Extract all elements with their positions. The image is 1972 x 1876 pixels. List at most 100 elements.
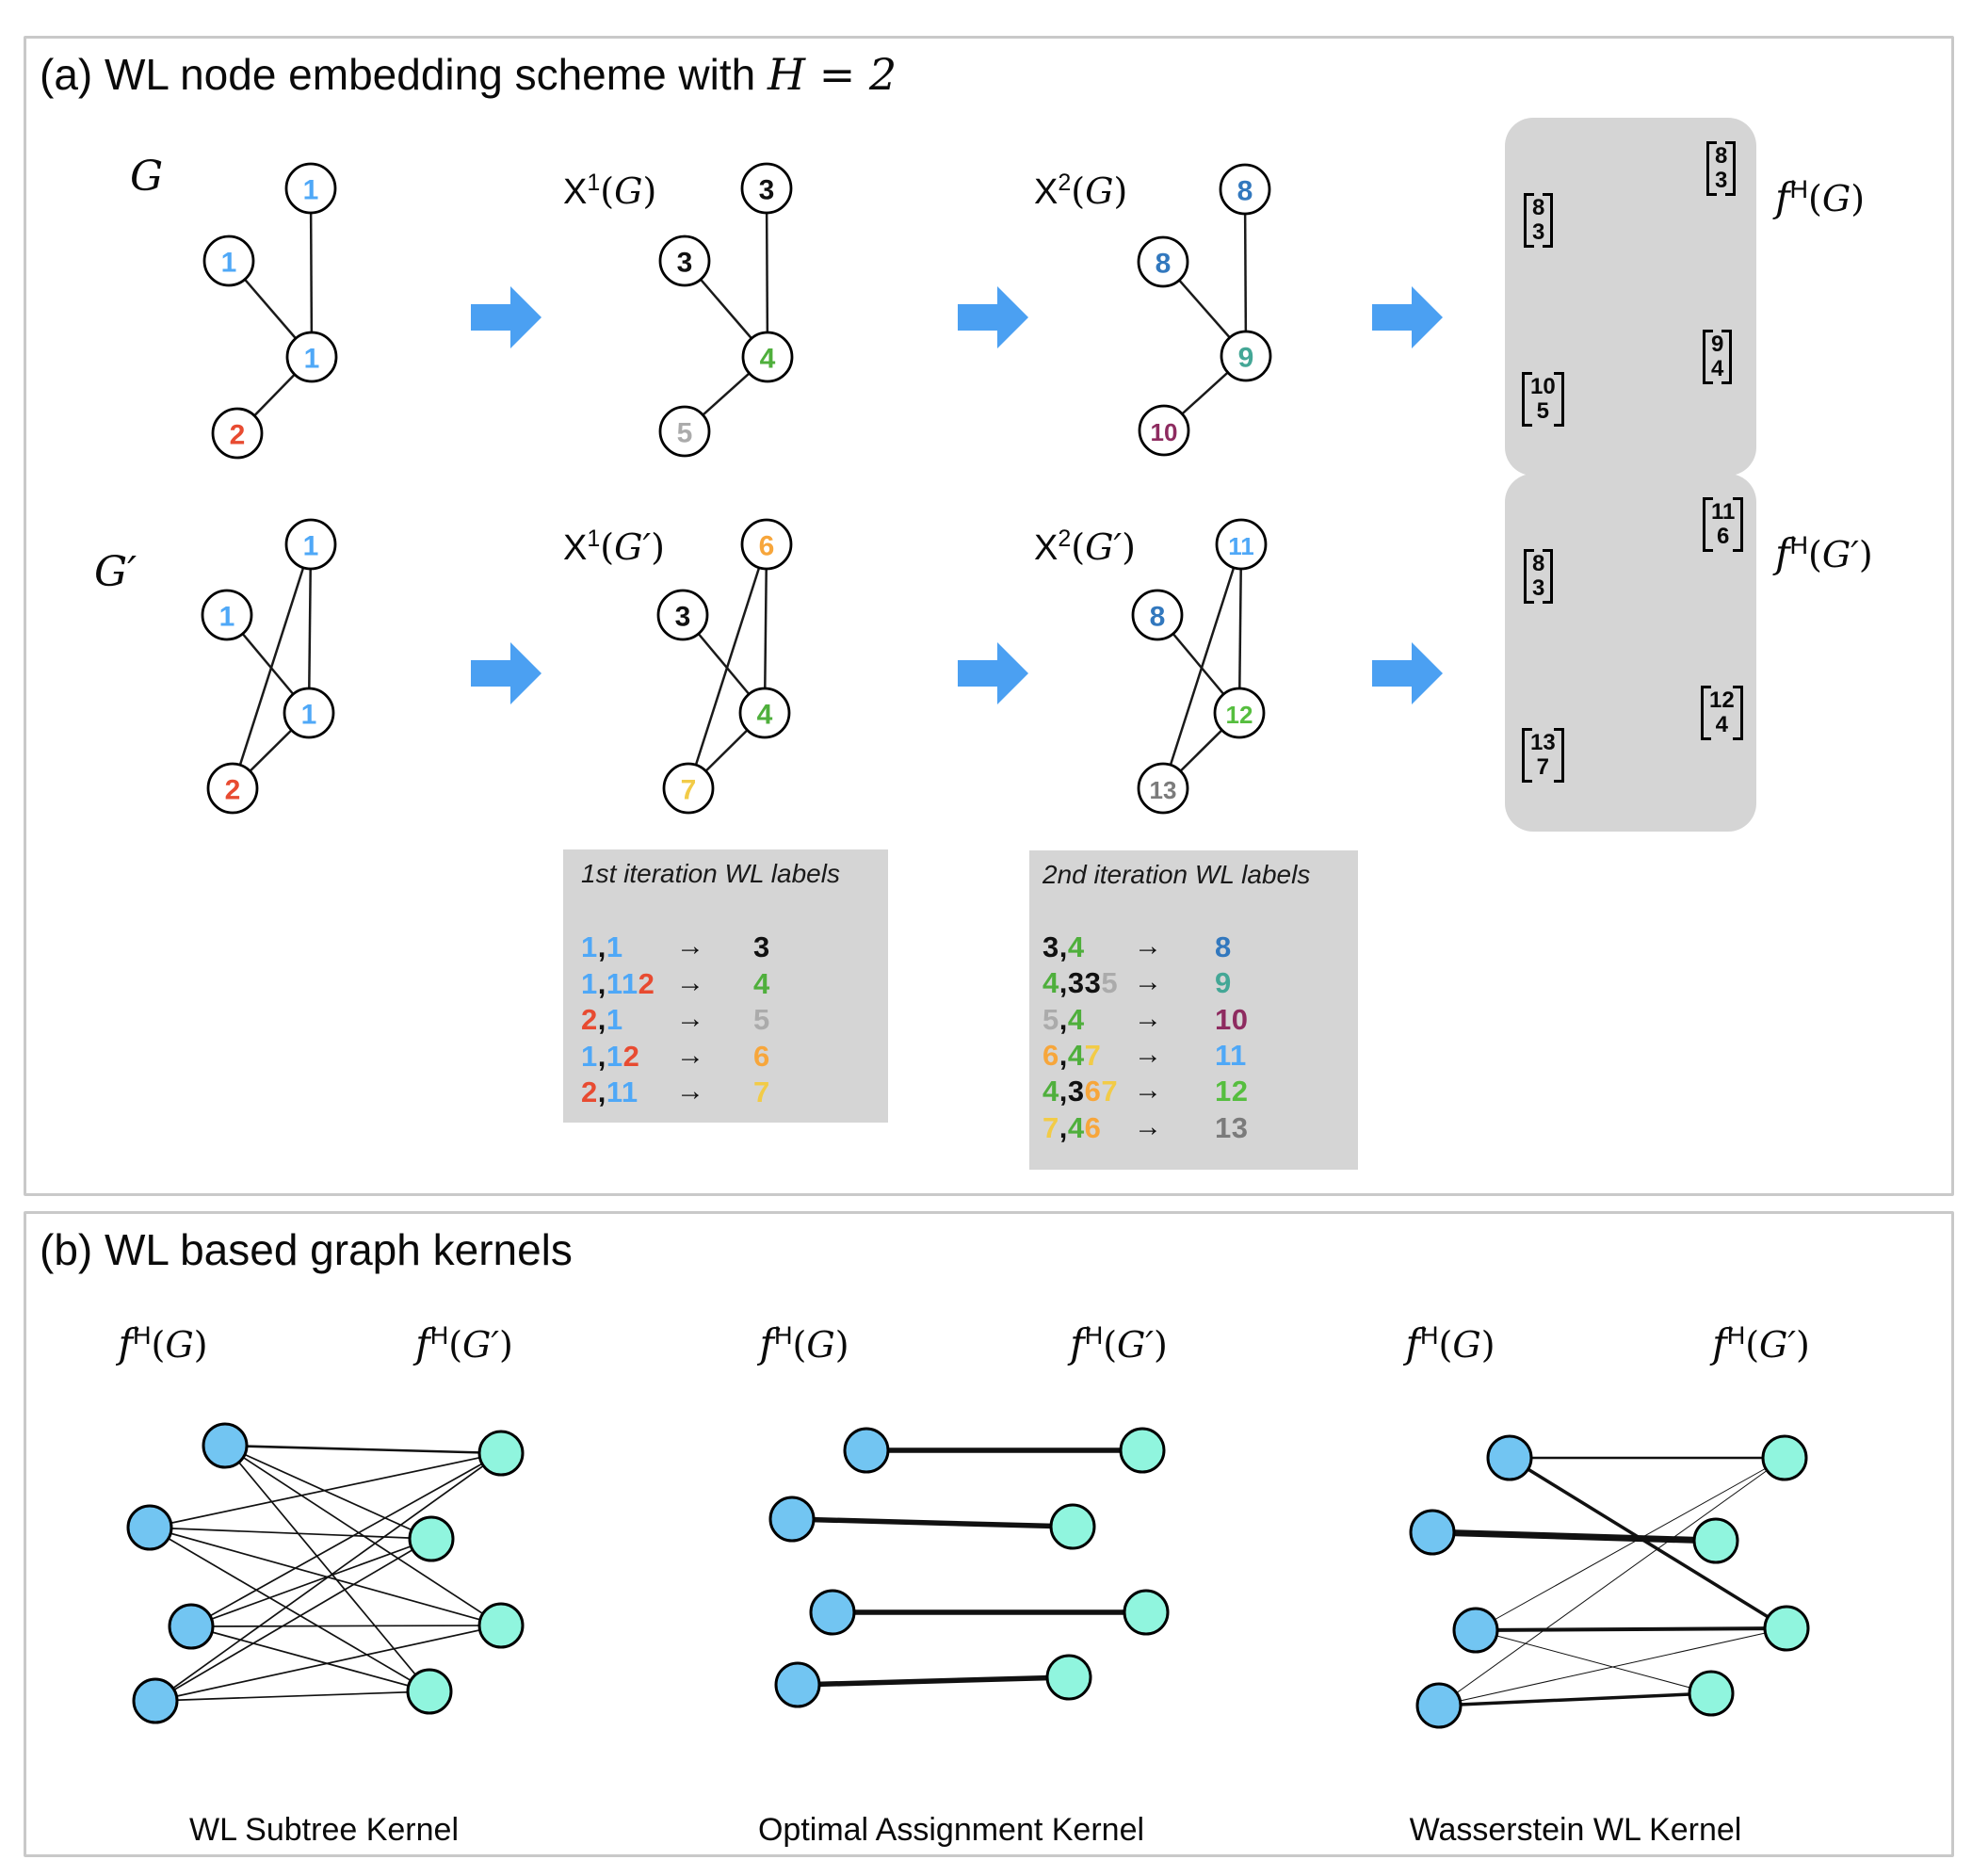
mapping-arrow-icon: → xyxy=(676,1039,704,1071)
graph-node xyxy=(1131,589,1184,641)
wl-label-digit: 2 xyxy=(622,1039,640,1073)
arrow-right-icon xyxy=(958,642,1028,704)
graph-node xyxy=(740,518,793,571)
wl-label-digit: 1 xyxy=(581,930,598,963)
wl-label-digit: 1 xyxy=(581,1039,598,1073)
feature-vector-bottom: 7 xyxy=(1536,754,1550,780)
wl-label-digit: 1 xyxy=(606,1039,623,1073)
mapping-arrow-icon: → xyxy=(676,966,704,998)
wl-mapping-output: 8 xyxy=(1215,930,1232,963)
wl-mapping-output: 10 xyxy=(1215,1002,1249,1036)
kernel-edge xyxy=(1475,1626,1787,1632)
formula-part: ( xyxy=(1808,178,1822,219)
formula-part: ) xyxy=(499,1324,513,1366)
graph-node xyxy=(285,331,338,383)
formula-part: ) xyxy=(1858,534,1873,575)
wl-table-title: 2nd iteration WL labels xyxy=(1043,860,1311,889)
kernel-node-g xyxy=(1486,1434,1533,1481)
wl-label-digit: 4 xyxy=(1067,1002,1085,1036)
graph-node-label: 9 xyxy=(1238,343,1254,374)
kernel-node-gprime xyxy=(1119,1427,1166,1474)
mapping-arrow-icon: → xyxy=(1134,1002,1162,1034)
feature-vector-bottom: 5 xyxy=(1536,398,1550,424)
graph-node-label: 11 xyxy=(1228,532,1254,560)
graph-node-label: 6 xyxy=(759,531,775,562)
formula-part: f xyxy=(1775,174,1790,220)
formula-part: 2 xyxy=(1058,170,1072,196)
formula-part: ) xyxy=(1113,170,1128,212)
formula-part: H xyxy=(1789,175,1809,203)
graph-node xyxy=(1137,762,1189,815)
graph-edge xyxy=(231,543,313,789)
wl-mapping-output: 11 xyxy=(1215,1038,1247,1072)
kernel-node-g xyxy=(126,1504,173,1551)
wl-label-digit: 4 xyxy=(1067,930,1085,963)
wl-label-digit: , xyxy=(597,930,606,963)
formula-label-G: G xyxy=(130,153,163,201)
kernel-edge xyxy=(797,1674,1070,1688)
formula-part: f xyxy=(759,1320,775,1367)
wl-mapping-input: 3,4 xyxy=(1043,930,1085,964)
graph-node-label: 1 xyxy=(221,248,237,279)
formula-part: H xyxy=(1420,1321,1439,1350)
kernel-edge xyxy=(154,1452,502,1702)
kernel-node-g xyxy=(1452,1607,1499,1654)
wl-label-digit: 1 xyxy=(606,1075,622,1108)
feature-vector-top: 8 xyxy=(1532,551,1545,576)
formula-part: G′ xyxy=(462,1324,500,1366)
kernel-edge xyxy=(224,1445,432,1540)
panel-b-title-text: (b) WL based graph kernels xyxy=(40,1225,573,1274)
feature-vector-top: 9 xyxy=(1711,332,1724,357)
graph-node-label: 1 xyxy=(304,344,320,375)
formula-part: ) xyxy=(1480,1324,1495,1366)
formula-part: G xyxy=(1452,1324,1481,1366)
graph-node-label: 8 xyxy=(1156,249,1172,280)
kernel-caption: Wasserstein WL Kernel xyxy=(1409,1812,1742,1848)
graph-node xyxy=(741,331,794,383)
feature-vector-bottom: 3 xyxy=(1532,219,1545,245)
graph-node xyxy=(283,687,335,739)
wl-mapping-output: 3 xyxy=(753,930,770,963)
arrow-right-icon xyxy=(958,286,1028,348)
wl-label-digit: 1 xyxy=(621,1075,638,1108)
feature-vector-top: 11 xyxy=(1711,499,1736,525)
panel-a-title: (a) WL node embedding scheme with H = 2 xyxy=(40,49,897,100)
formula-part: ( xyxy=(151,1324,166,1366)
kernel-node-gprime xyxy=(1049,1503,1096,1550)
graph-node-label: 1 xyxy=(301,700,317,731)
kernel-edge xyxy=(1475,1457,1786,1631)
formula-part: ( xyxy=(1071,170,1086,212)
kernel-node-g xyxy=(168,1603,215,1650)
kernel-node-g xyxy=(843,1427,890,1474)
graph-node-label: 7 xyxy=(681,775,697,806)
formula-kernel-1-g: fH(G) xyxy=(759,1320,849,1367)
kernel-node-gprime xyxy=(477,1602,525,1649)
wl-label-digit: 4 xyxy=(1067,1038,1085,1072)
wl-label-table xyxy=(563,849,888,1123)
formula-part: ( xyxy=(1071,526,1086,568)
kernel-edge xyxy=(190,1625,430,1692)
graph-edge xyxy=(1161,543,1243,789)
panel-a-title-text: (a) WL node embedding scheme with xyxy=(40,50,768,99)
formula-part: f xyxy=(1405,1320,1421,1367)
formula-part: H xyxy=(1084,1321,1104,1350)
formula-part: H xyxy=(1726,1321,1746,1350)
graph-node-label: 8 xyxy=(1150,602,1166,633)
mapping-arrow-icon: → xyxy=(1134,1110,1162,1142)
wl-label-digit: , xyxy=(1059,1075,1068,1108)
formula-label-X1G: X1(G) xyxy=(563,170,656,213)
formula-label-Gp: G′ xyxy=(94,548,137,596)
formula-part: f xyxy=(1070,1320,1085,1367)
kernel-node-g xyxy=(768,1496,816,1543)
graph-node-label: 1 xyxy=(303,531,319,562)
kernel-node-gprime xyxy=(406,1668,453,1715)
graph-edge xyxy=(763,543,768,714)
wl-mapping-output: 7 xyxy=(753,1075,770,1108)
formula-part: ( xyxy=(792,1324,807,1366)
kernel-edge xyxy=(1438,1691,1712,1707)
kernel-edge xyxy=(149,1452,502,1528)
formula-part: G′ xyxy=(1085,526,1123,568)
graph-node xyxy=(1213,687,1266,739)
formula-part: ( xyxy=(1438,1324,1453,1366)
